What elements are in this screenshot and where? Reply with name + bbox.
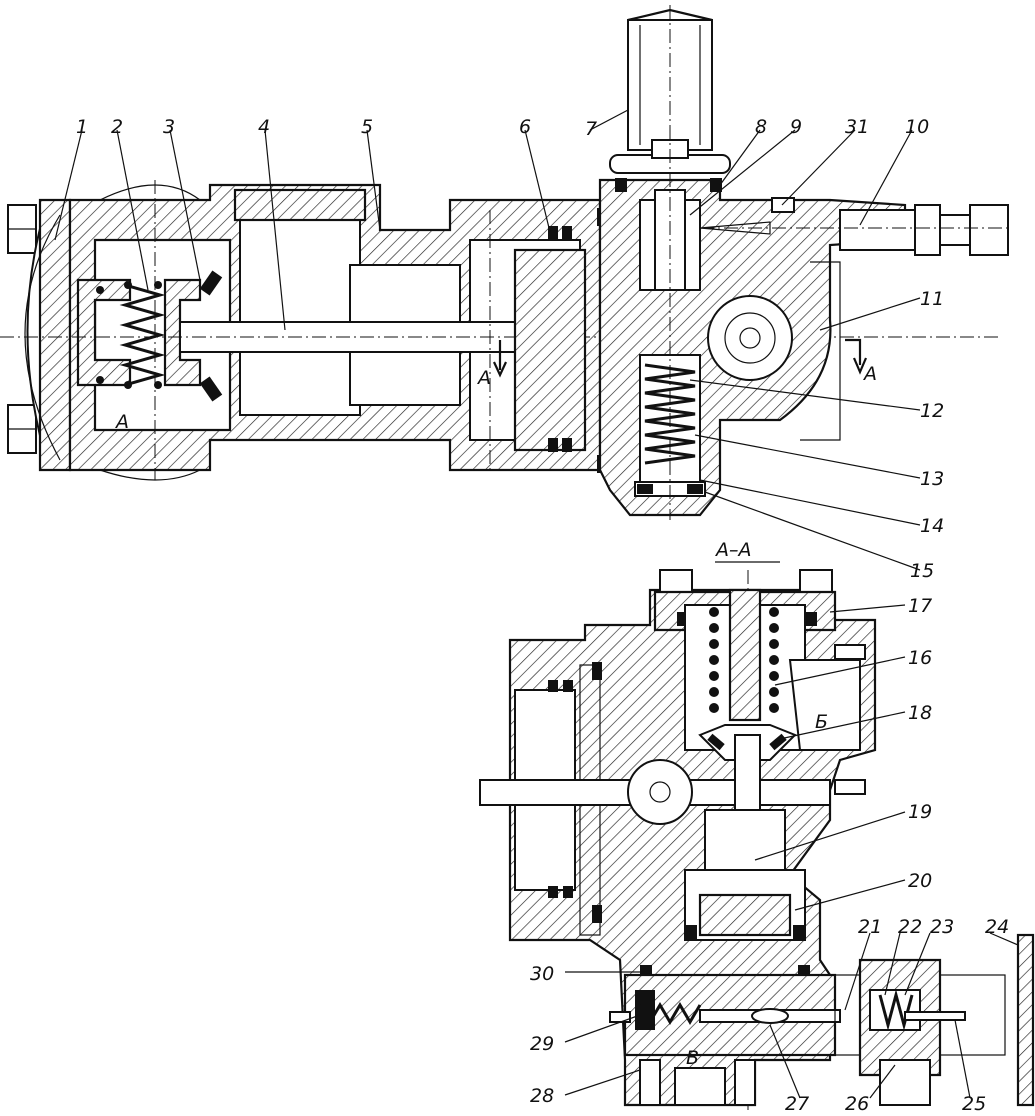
label-7: 7 — [585, 118, 597, 140]
label-3: 3 — [163, 116, 175, 138]
top-assembly-view — [0, 5, 1010, 520]
piston-cup — [163, 278, 202, 387]
eccentric-11 — [707, 295, 793, 381]
label-8: 8 — [755, 116, 767, 138]
label-10: 10 — [905, 116, 929, 138]
cap-bolt-right — [799, 569, 833, 593]
label-19: 19 — [908, 801, 932, 823]
outlet-10 — [839, 209, 916, 251]
spring-29 — [638, 1002, 702, 1025]
label-20: 20 — [908, 870, 932, 892]
label-23: 23 — [930, 916, 954, 938]
label-11: 11 — [920, 288, 944, 310]
part-labels: 1 2 3 4 5 6 7 8 9 31 10 11 12 13 14 15 1… — [76, 116, 1009, 1115]
section-arrow-label-left: А — [476, 367, 491, 389]
label-18: 18 — [908, 702, 932, 724]
cap-bolt-left — [659, 569, 693, 593]
label-15: 15 — [910, 560, 934, 582]
central-chamber — [239, 194, 361, 416]
label-26: 26 — [845, 1093, 869, 1115]
label-4: 4 — [258, 116, 270, 138]
spring-16 — [709, 607, 779, 713]
end-cover — [38, 198, 72, 472]
zone-label-b: Б — [815, 711, 828, 733]
section-leader-lines — [564, 604, 1019, 1099]
section-arrow-label-right: А — [862, 363, 877, 385]
label-22: 22 — [898, 916, 922, 938]
label-12: 12 — [920, 400, 944, 422]
label-28: 28 — [530, 1085, 554, 1107]
label-25: 25 — [962, 1093, 986, 1115]
spring-13 — [644, 363, 696, 465]
zone-label-v: В — [686, 1047, 699, 1069]
label-9: 9 — [790, 116, 802, 138]
label-6: 6 — [519, 116, 531, 138]
label-14: 14 — [920, 515, 944, 537]
label-16: 16 — [908, 647, 932, 669]
label-21: 21 — [858, 916, 882, 938]
label-30: 30 — [530, 963, 554, 985]
label-1: 1 — [76, 116, 88, 138]
spring-2 — [96, 281, 166, 389]
label-2: 2 — [111, 116, 123, 138]
section-a-a-view — [479, 561, 1035, 1110]
label-24: 24 — [985, 916, 1009, 938]
top-leader-lines — [54, 109, 921, 571]
label-27: 27 — [785, 1093, 809, 1115]
label-5: 5 — [361, 116, 373, 138]
label-29: 29 — [530, 1033, 554, 1055]
section-eccentric — [627, 759, 693, 825]
label-17: 17 — [908, 595, 932, 617]
zone-label-a: А — [114, 411, 129, 433]
section-title: А–А — [714, 539, 752, 561]
label-13: 13 — [920, 468, 944, 490]
spring-seat — [76, 278, 132, 387]
flange-24 — [1016, 933, 1035, 1107]
label-31: 31 — [845, 116, 869, 138]
outlet-nut — [969, 204, 1009, 256]
piston-6 — [513, 248, 587, 452]
